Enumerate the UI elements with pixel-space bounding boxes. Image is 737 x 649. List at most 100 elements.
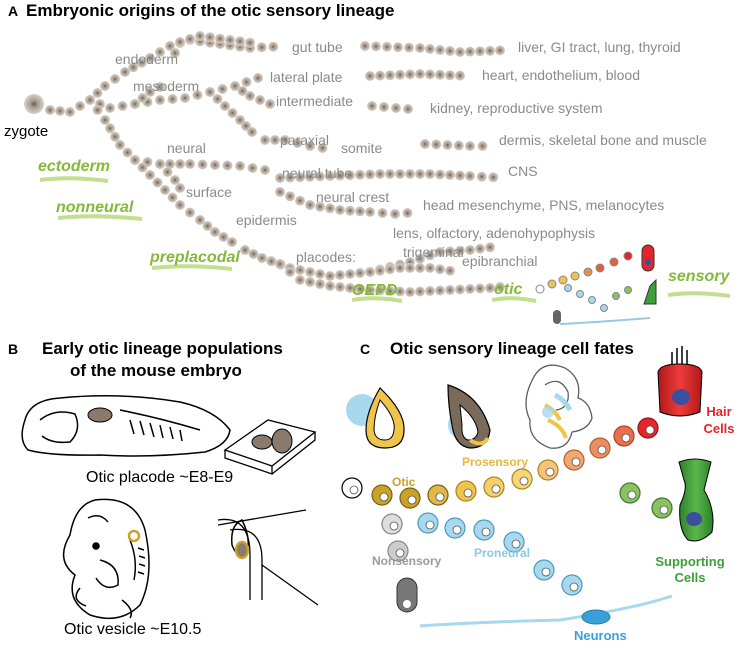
lineage-cell [210, 160, 220, 170]
lineage-cell [445, 170, 455, 180]
lineage-cell [365, 169, 375, 180]
lineage-cell [415, 169, 425, 179]
lineage-cell [375, 169, 385, 179]
lineage-cell [403, 104, 413, 114]
lineage-cell [130, 155, 140, 165]
lineage-cell [435, 247, 445, 257]
lineage-cell [247, 163, 258, 173]
lineage-cell [415, 263, 425, 273]
lineage-cell [145, 87, 155, 97]
lineage-cell [136, 57, 147, 68]
otic-placode-caption: Otic placode ~E8-E9 [86, 469, 233, 486]
lineage-cell [395, 69, 405, 80]
lineage-cell [105, 123, 115, 134]
fate-lens: lens, olfactory, adenohypophysis [393, 225, 595, 241]
lineage-cell [218, 232, 229, 242]
mini-lineage-cell [609, 257, 619, 267]
lineage-cell [425, 44, 435, 54]
lineage-cell [215, 33, 225, 44]
lineage-cell [130, 99, 140, 109]
cell-nucleus [541, 567, 551, 577]
lineage-cell [285, 267, 295, 277]
cell-nucleus [491, 484, 501, 494]
mini-lineage-cell [588, 296, 596, 304]
fate-kidney: kidney, reproductive system [430, 100, 602, 116]
gut-tube-label: gut tube [292, 39, 343, 55]
lineage-cell [175, 37, 185, 47]
neural-label: neural [167, 140, 206, 156]
lineage-cell [404, 42, 414, 53]
lineage-cell [435, 69, 445, 80]
lineage-cell [225, 35, 235, 45]
supporting-cell [678, 458, 714, 542]
lineage-cell [455, 47, 465, 57]
lineage-cell [222, 160, 233, 171]
lineage-cell [170, 48, 180, 58]
lineage-cell [325, 281, 335, 291]
supporting-cells-label-line2: Cells [674, 570, 705, 585]
lineage-cell [367, 101, 377, 111]
lineage-cell [435, 285, 445, 296]
lineage-cell [385, 169, 395, 179]
lineage-cell [365, 285, 375, 295]
supporting-cells-label-line1: Supporting [655, 554, 724, 569]
preplacodal-label: preplacodal [149, 249, 240, 266]
lineage-cell [315, 201, 325, 212]
lineage-cell [335, 270, 345, 280]
cell-nucleus [349, 485, 359, 495]
lineage-cell [227, 237, 237, 247]
lineage-cell [275, 173, 285, 183]
lineage-cell [476, 171, 487, 182]
cell-nucleus [569, 582, 579, 592]
lineage-cell [295, 195, 305, 206]
cell-nucleus [511, 539, 521, 549]
lineage-cell [355, 284, 365, 294]
nonsensory-cell [396, 577, 418, 613]
lineage-cell [445, 265, 455, 276]
lineage-cell [115, 140, 125, 150]
lineage-cell [435, 264, 445, 275]
lineage-cell [445, 246, 455, 257]
lineage-cell [395, 263, 405, 273]
lineage-cell [245, 37, 255, 48]
somite-label: somite [341, 140, 382, 156]
lineage-cell [120, 67, 130, 77]
lineage-cell [100, 115, 110, 125]
lineage-cell [365, 267, 375, 277]
panel-a-title: Embryonic origins of the otic sensory li… [26, 1, 394, 20]
lineage-cell [475, 283, 485, 294]
lineage-cell [453, 140, 464, 151]
fate-head: head mesenchyme, PNS, melanocytes [423, 197, 664, 213]
epidermis-label: epidermis [236, 212, 297, 228]
hair-cell [657, 346, 703, 417]
cell-nucleus [627, 490, 637, 500]
lineage-cell [55, 106, 65, 116]
lineage-cell [325, 203, 335, 214]
lineage-cell [325, 271, 335, 281]
lineage-cell [253, 73, 263, 83]
lineage-cell [475, 46, 485, 57]
lineage-cell [165, 41, 175, 51]
lineage-cell [152, 177, 163, 188]
lineage-cell [305, 171, 315, 182]
trigeminal-label: trigeminal [403, 244, 464, 260]
lineage-cell [379, 102, 389, 112]
lineage-cell [395, 169, 405, 179]
lineage-cell [385, 70, 395, 81]
cell-nucleus [379, 492, 389, 502]
mini-nonsensory-cell [553, 310, 561, 324]
cell-nucleus [545, 467, 555, 477]
panel-c-title: Otic sensory lineage cell fates [390, 339, 634, 358]
lineage-cell [425, 169, 435, 179]
otic-stage-label: Otic [392, 475, 416, 489]
lineage-cell [317, 143, 328, 153]
otic-vesicle-stage [346, 387, 405, 449]
endoderm-label: endoderm [115, 51, 178, 67]
cell-nucleus [435, 492, 445, 502]
lineage-cell [425, 69, 435, 80]
lineage-cell [455, 170, 465, 181]
neurons-label: Neurons [574, 628, 627, 643]
cell-nucleus [463, 488, 473, 498]
lineage-cell [431, 139, 442, 150]
